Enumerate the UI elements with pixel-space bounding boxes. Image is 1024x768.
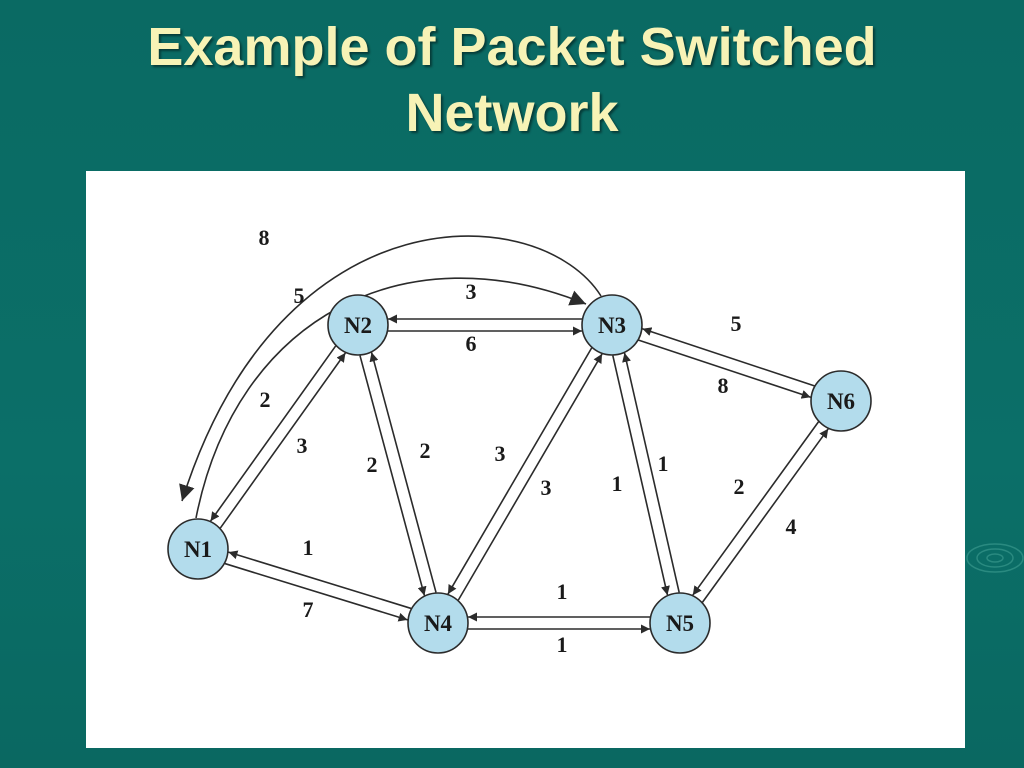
node-circle	[327, 294, 389, 356]
node-label: N3	[598, 313, 626, 338]
cost-label-n3-to-n2: 6	[466, 331, 477, 356]
link-n3-to-n1	[179, 235, 602, 502]
cost-label-n1-to-n3: 5	[294, 283, 305, 308]
node-circle	[581, 294, 643, 356]
node-circle	[810, 370, 872, 432]
node-label: N6	[827, 389, 855, 414]
link-n4-to-n3	[457, 353, 603, 601]
node-n3: N3	[581, 294, 643, 356]
cost-label-n5-to-n6: 2	[734, 474, 745, 499]
node-n4: N4	[407, 592, 469, 654]
link-n3-to-n4	[447, 347, 593, 595]
node-circle	[649, 592, 711, 654]
node-label: N5	[666, 611, 694, 636]
link-n4-to-n2	[369, 352, 437, 593]
node-label: N2	[344, 313, 372, 338]
cost-label-n1-to-n2: 2	[260, 387, 271, 412]
link-n3-to-n5	[612, 355, 670, 596]
cost-label-n2-to-n3: 3	[466, 279, 477, 304]
node-circle	[167, 518, 229, 580]
link-n5-to-n3	[622, 352, 680, 593]
node-n5: N5	[649, 592, 711, 654]
link-n1-to-n4	[224, 562, 408, 622]
cost-label-n2-to-n1: 3	[297, 433, 308, 458]
cost-label-n4-to-n2: 2	[367, 452, 378, 477]
node-label: N4	[424, 611, 453, 636]
slide-title: Example of Packet Switched Network	[0, 14, 1024, 146]
link-n6-to-n3	[642, 327, 815, 387]
cost-label-n5-to-n3: 1	[612, 471, 623, 496]
cost-label-n6-to-n5: 4	[786, 514, 797, 539]
cost-label-n3-to-n5: 1	[658, 451, 669, 476]
cost-label-n3-to-n4: 3	[495, 441, 506, 466]
cost-label-n4-to-n3: 3	[541, 475, 552, 500]
link-n1-to-n2	[219, 352, 347, 529]
node-n2: N2	[327, 294, 389, 356]
slide-title-line-2: Network	[405, 83, 619, 143]
cost-label-n4-to-n1: 7	[303, 597, 314, 622]
slide-title-line-1: Example of Packet Switched	[147, 17, 877, 77]
cost-label-n2-to-n4: 2	[420, 438, 431, 463]
edges-layer	[179, 235, 829, 634]
ripple-decoration	[966, 543, 1024, 573]
link-n5-to-n6	[701, 428, 829, 603]
link-n6-to-n5	[692, 421, 820, 596]
cost-label-n5-to-n4: 1	[557, 632, 568, 657]
cost-label-n4-to-n5: 1	[557, 579, 568, 604]
node-circle	[407, 592, 469, 654]
cost-label-n6-to-n3: 8	[718, 373, 729, 398]
cost-label-n3-to-n6: 5	[731, 311, 742, 336]
link-n2-to-n4	[359, 355, 427, 596]
cost-label-n1-to-n4: 1	[303, 535, 314, 560]
link-n2-to-n1	[209, 345, 337, 522]
node-n1: N1	[167, 518, 229, 580]
node-label: N1	[184, 537, 212, 562]
link-n4-to-n1	[228, 550, 412, 610]
cost-label-n3-to-n1: 8	[259, 225, 270, 250]
link-n3-to-n6	[638, 339, 811, 399]
node-n6: N6	[810, 370, 872, 432]
